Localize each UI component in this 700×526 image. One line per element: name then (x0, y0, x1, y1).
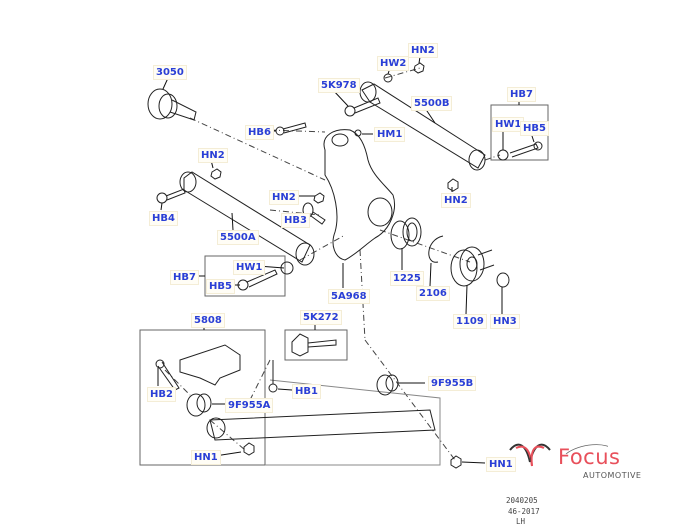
hub-part (450, 246, 495, 287)
part-label-hn1-left: HN1 (191, 450, 221, 465)
part-label-hw1-left: HW1 (233, 260, 266, 275)
knuckle-part (323, 129, 395, 261)
part-label-hb1: HB1 (292, 384, 321, 399)
assembly-line (189, 117, 326, 181)
part-label-hw1-right: HW1 (492, 117, 525, 132)
part-label-hb5-left: HB5 (206, 279, 235, 294)
5k272-group-box (284, 329, 348, 361)
part-label-hn2-left: HN2 (198, 148, 228, 163)
part-label-5k978: 5K978 (318, 78, 360, 93)
part-label-hn3: HN3 (490, 314, 520, 329)
lower-arm-part (179, 171, 315, 266)
part-label-hn2-top: HN2 (408, 43, 438, 58)
bolt-part (275, 122, 307, 136)
reference-code: 2040205 (506, 496, 538, 505)
crossmember-part (209, 409, 436, 441)
part-label-3050: 3050 (153, 65, 187, 80)
part-label-9f955a: 9F955A (225, 398, 274, 413)
part-label-hb2: HB2 (147, 387, 176, 402)
part-label-9f955b: 9F955B (428, 376, 477, 391)
part-label-hw2: HW2 (377, 56, 410, 71)
part-label-hb5-right: HB5 (520, 121, 549, 136)
part-label-2106: 2106 (416, 286, 450, 301)
part-label-hb6: HB6 (245, 125, 274, 140)
circlip-part (428, 235, 444, 263)
part-label-hn2-right: HN2 (441, 193, 471, 208)
part-label-1225: 1225 (390, 271, 424, 286)
part-label-hb4: HB4 (149, 211, 178, 226)
part-label-5808: 5808 (191, 313, 225, 328)
part-label-hm1: HM1 (374, 127, 406, 142)
hub-nut-part (496, 272, 510, 288)
part-label-hn2-mid: HN2 (269, 190, 299, 205)
reference-side: LH (516, 517, 526, 526)
part-label-hn1-right: HN1 (486, 457, 516, 472)
focus-logo-graphic (509, 443, 608, 467)
part-label-5500a: 5500A (217, 230, 259, 245)
upper-arm-part (359, 81, 486, 171)
reference-date: 46-2017 (508, 507, 540, 516)
bracket-part (179, 344, 241, 386)
part-label-hb7-left: HB7 (170, 270, 199, 285)
part-label-1109: 1109 (453, 314, 487, 329)
5808-group-box (139, 329, 266, 466)
part-label-5k272: 5K272 (300, 310, 342, 325)
brand-subtitle: AUTOMOTIVE (583, 471, 642, 480)
driveshaft-joint-part (147, 88, 197, 121)
part-label-hb7-right: HB7 (507, 87, 536, 102)
brand-name: Focus (558, 445, 621, 469)
part-label-5500b: 5500B (411, 96, 453, 111)
bearing-part (390, 217, 422, 250)
part-label-hb3: HB3 (281, 213, 310, 228)
part-label-5a968: 5A968 (328, 289, 370, 304)
